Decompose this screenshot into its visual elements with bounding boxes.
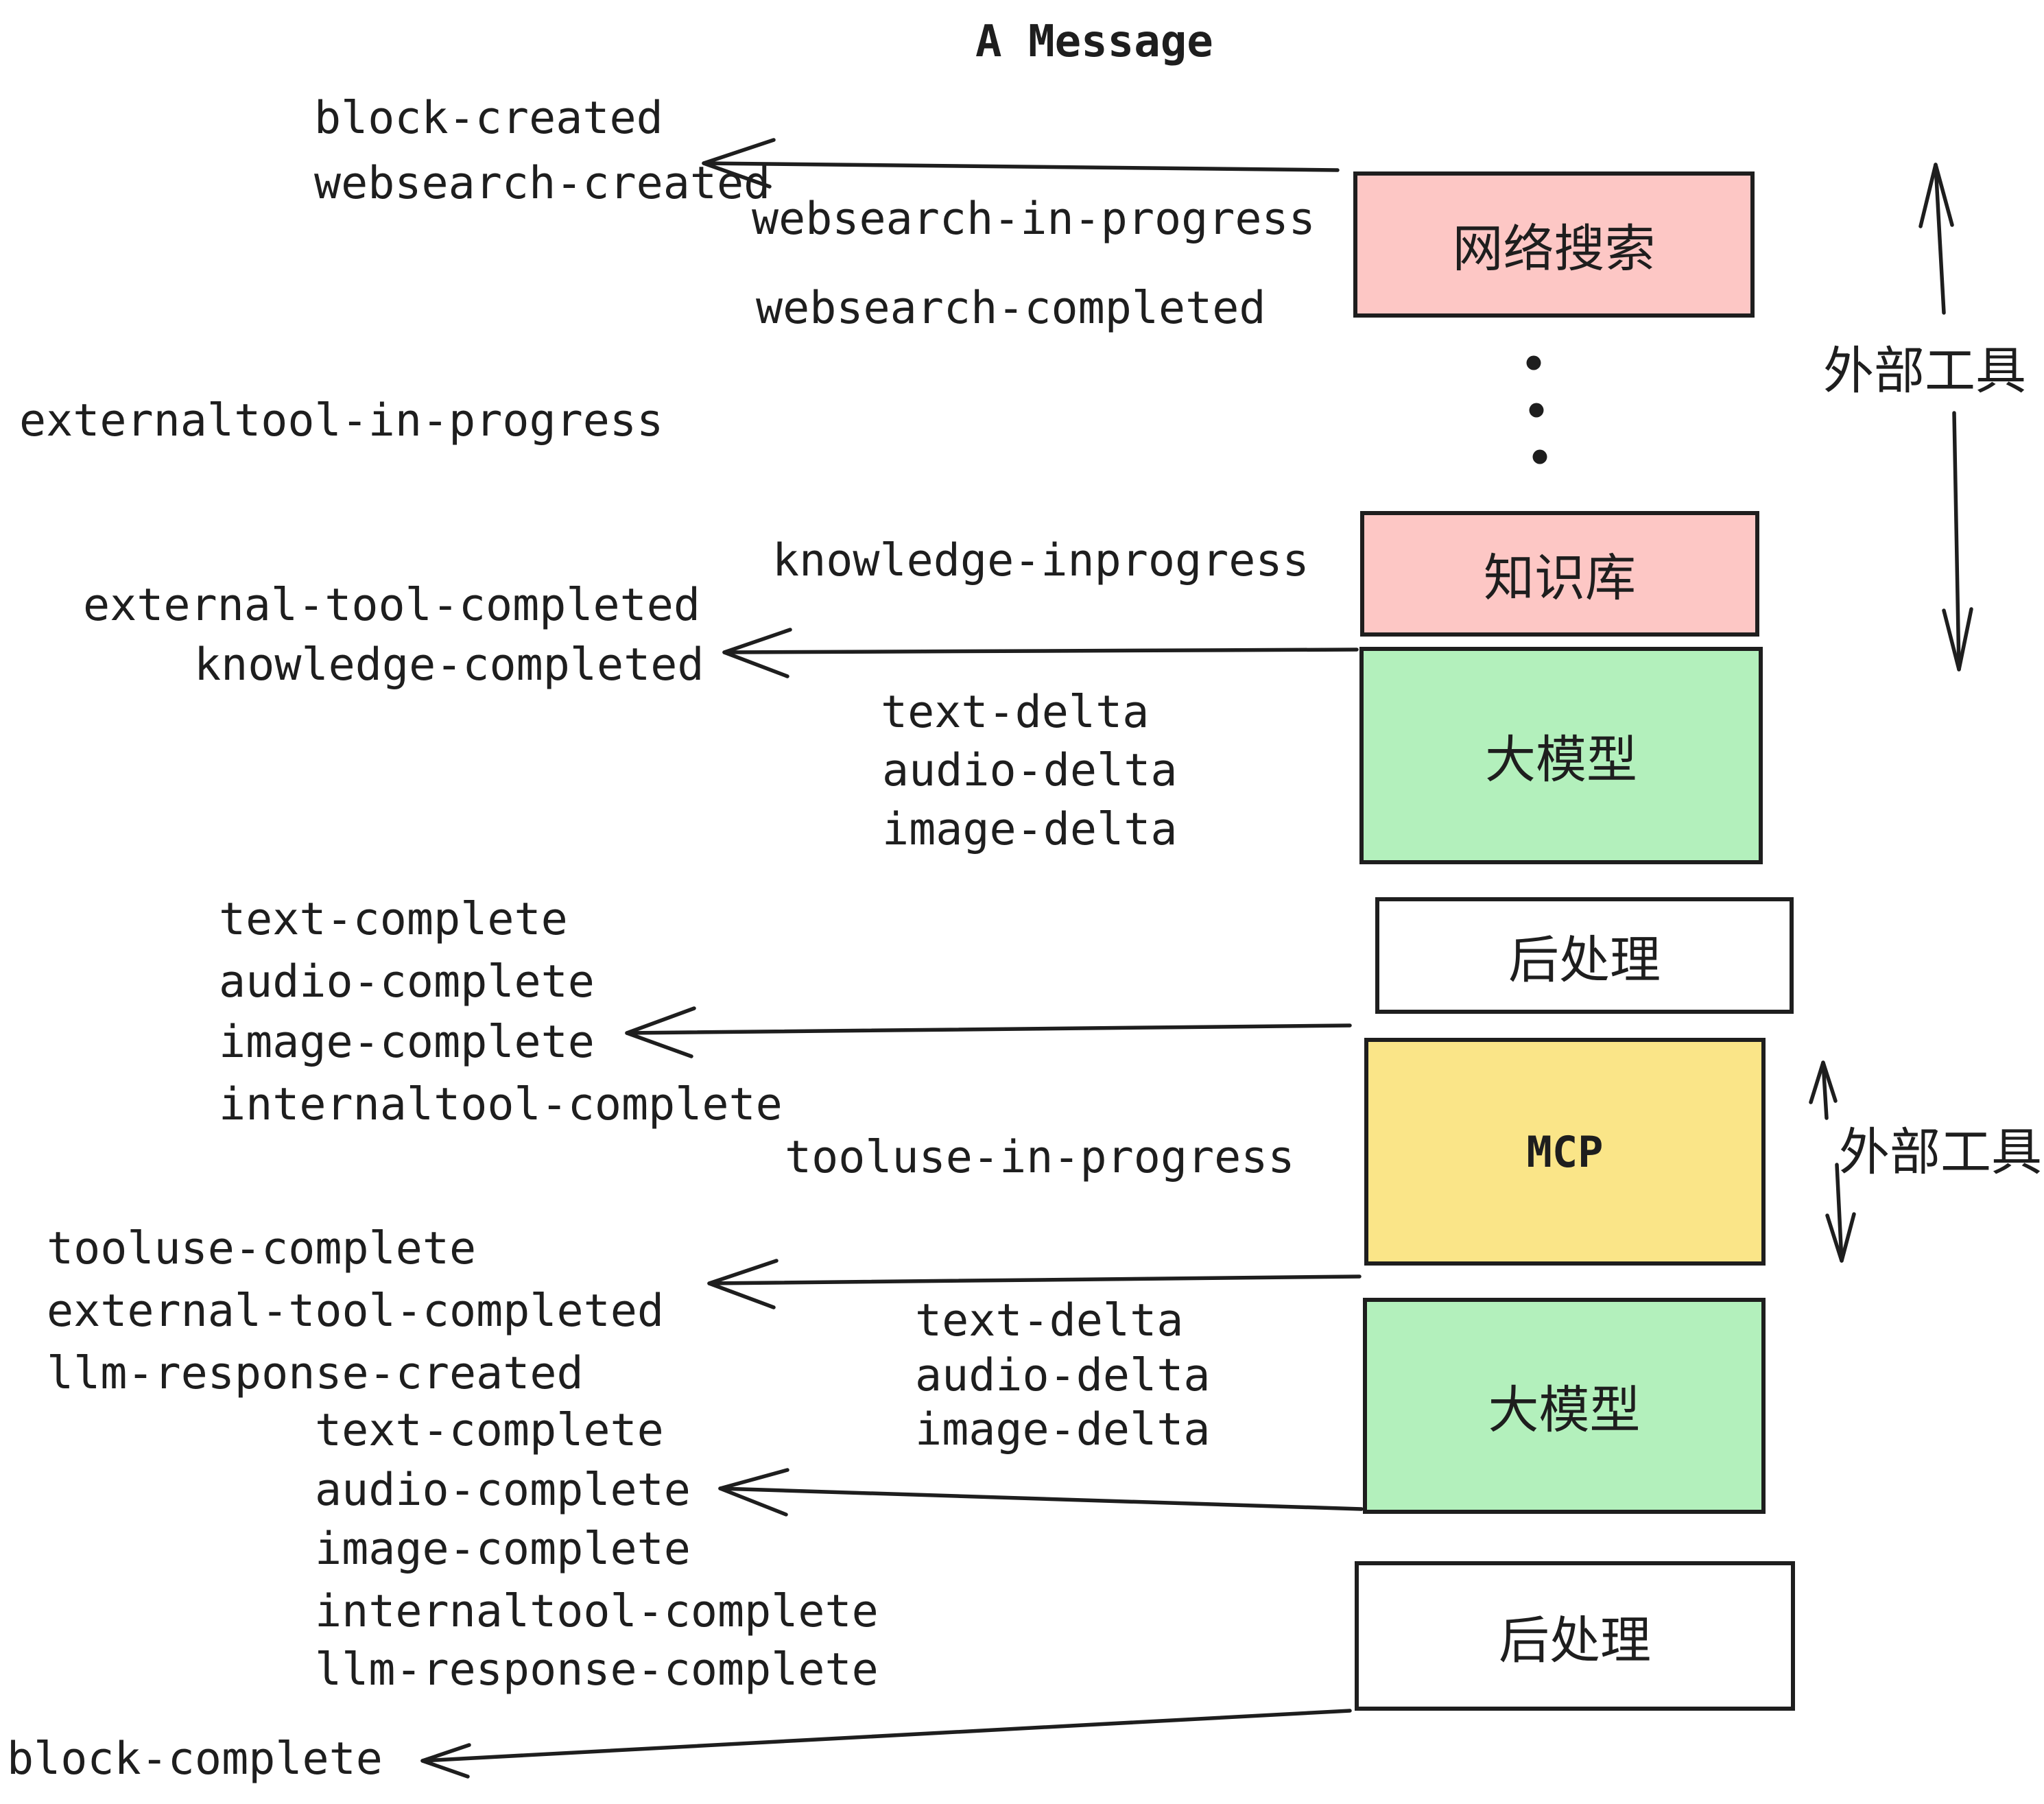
event-tooluse-complete: tooluse-complete	[47, 1223, 477, 1274]
event-audio-delta-1: audio-delta	[882, 745, 1178, 796]
node-postprocess-top: 后处理	[1375, 897, 1794, 1014]
event-image-delta-1: image-delta	[882, 804, 1178, 855]
label-external-tools-top: 外部工具	[1823, 342, 2026, 399]
event-websearch-completed: websearch-completed	[756, 283, 1266, 334]
event-text-delta-2: text-delta	[915, 1295, 1184, 1346]
node-mcp: MCP	[1364, 1038, 1766, 1266]
node-knowledge-base: 知识库	[1360, 511, 1759, 637]
node-websearch: 网络搜索	[1353, 171, 1755, 318]
event-tooluse-in-progress: tooluse-in-progress	[785, 1132, 1295, 1183]
event-websearch-created: websearch-created	[314, 158, 771, 209]
event-externaltool-in-progress: externaltool-in-progress	[19, 395, 664, 447]
node-llm-top: 大模型	[1359, 647, 1763, 864]
event-audio-complete-1: audio-complete	[219, 956, 595, 1008]
arrow-up-external-tools-mcp	[1809, 1060, 1838, 1120]
arrow-websearch-to-created	[702, 138, 1340, 189]
event-llm-response-created: llm-response-created	[47, 1348, 584, 1399]
event-text-delta-1: text-delta	[881, 687, 1150, 738]
arrow-up-external-tools-top	[1918, 163, 1954, 315]
node-llm-bottom: 大模型	[1363, 1298, 1766, 1514]
event-external-tool-completed-1: external-tool-completed	[83, 580, 701, 631]
event-internaltool-complete-1: internaltool-complete	[219, 1079, 783, 1130]
arrow-llm-to-complete	[718, 1468, 1364, 1517]
event-knowledge-inprogress: knowledge-inprogress	[772, 535, 1309, 586]
event-internaltool-complete-2: internaltool-complete	[315, 1586, 879, 1637]
event-audio-delta-2: audio-delta	[915, 1350, 1211, 1401]
event-websearch-in-progress: websearch-in-progress	[752, 193, 1316, 245]
event-image-complete-2: image-complete	[315, 1523, 691, 1575]
arrow-postprocess-to-complete	[625, 1006, 1352, 1058]
event-external-tool-completed-2: external-tool-completed	[47, 1285, 665, 1337]
event-block-created: block-created	[314, 93, 663, 144]
event-block-complete: block-complete	[7, 1733, 383, 1785]
arrow-postprocess-to-block-complete	[420, 1709, 1352, 1779]
ellipsis-dots-icon	[1526, 355, 1547, 464]
diagram-title: A Message	[975, 16, 1213, 67]
event-image-complete-1: image-complete	[219, 1017, 595, 1068]
arrow-down-external-tools-top	[1942, 411, 1973, 672]
arrow-knowledge-to-completed	[722, 628, 1359, 678]
event-audio-complete-2: audio-complete	[315, 1464, 691, 1516]
event-image-delta-2: image-delta	[915, 1404, 1211, 1456]
event-llm-response-complete: llm-response-complete	[315, 1644, 879, 1696]
node-postprocess-bottom: 后处理	[1355, 1561, 1795, 1711]
event-text-complete-2: text-complete	[315, 1405, 664, 1456]
event-text-complete-1: text-complete	[219, 894, 568, 945]
event-knowledge-completed: knowledge-completed	[194, 639, 704, 691]
label-external-tools-mcp: 外部工具	[1839, 1124, 2042, 1180]
